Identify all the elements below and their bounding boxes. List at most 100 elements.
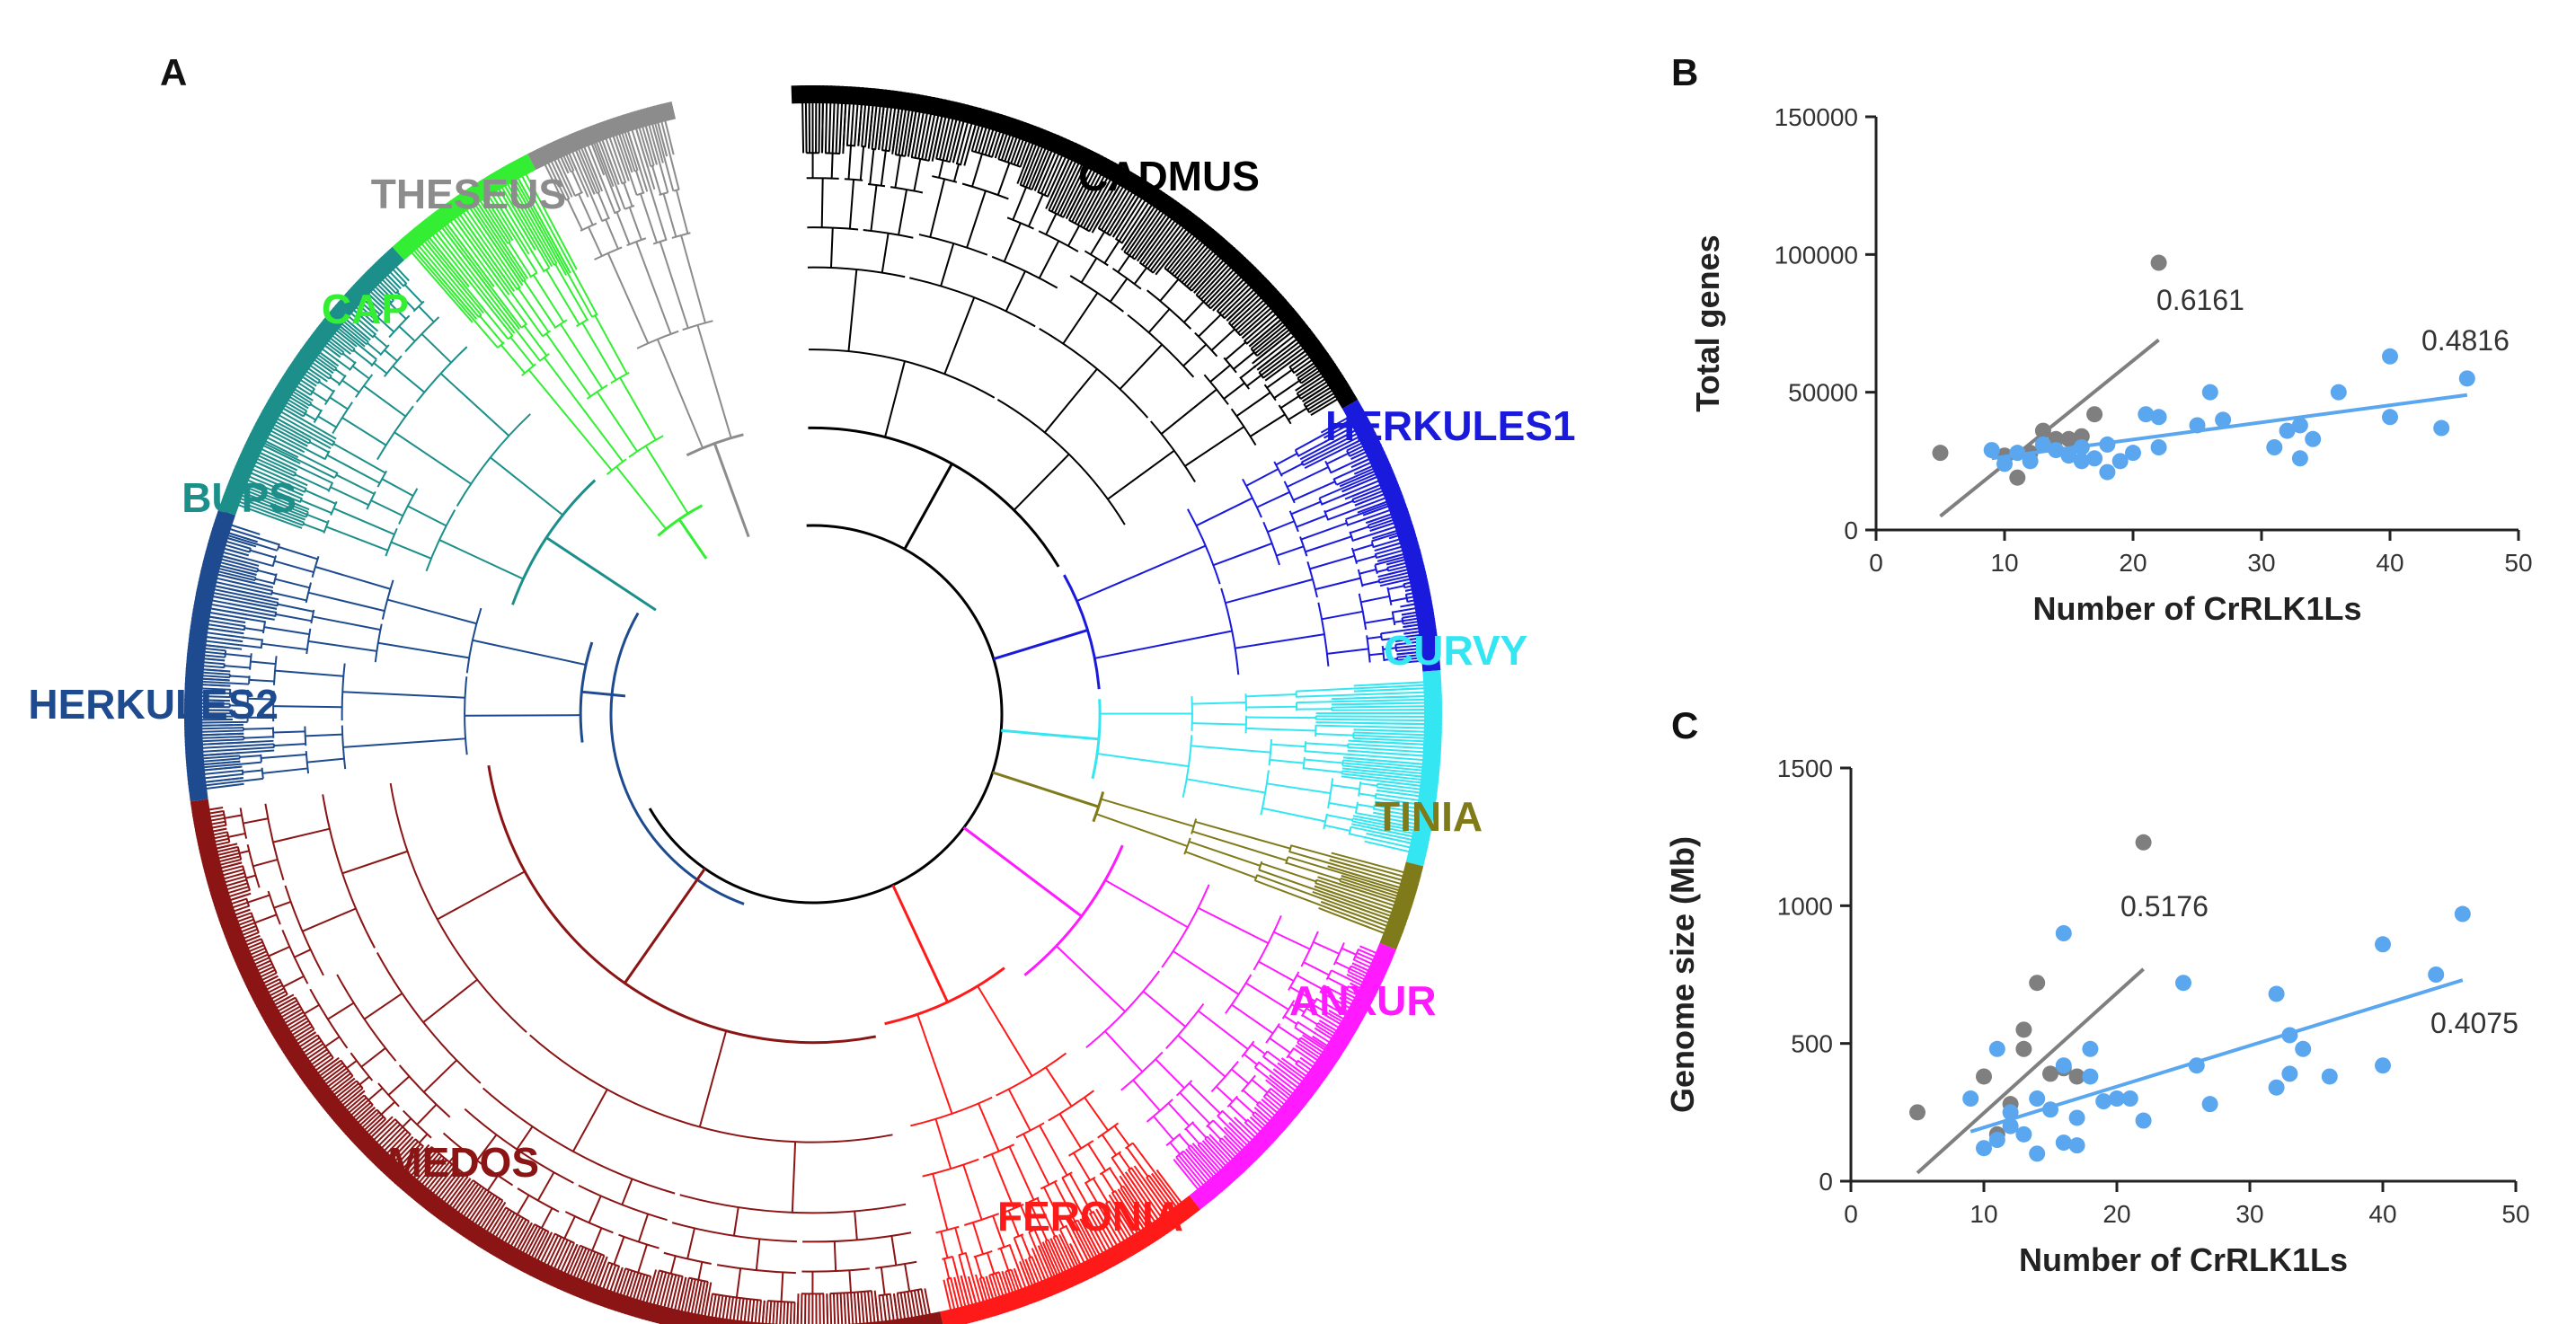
tree-leaf — [924, 1288, 934, 1324]
tree-branch — [1326, 452, 1349, 465]
tree-arc — [357, 343, 359, 346]
tree-branch — [1290, 844, 1332, 858]
tree-branch — [367, 342, 382, 356]
tree-branch — [635, 241, 672, 335]
clade-label-herkules1: HERKULES1 — [1325, 402, 1576, 449]
clade-root-arc — [1063, 574, 1101, 690]
tree-branch — [342, 352, 356, 364]
tree-leaf — [456, 195, 521, 288]
tree-branch — [1380, 629, 1404, 635]
data-point-blue — [2428, 967, 2445, 983]
tree-branch — [314, 566, 391, 590]
tree-branch — [1384, 658, 1398, 661]
tree-branch — [1273, 931, 1311, 950]
clade-root-arc — [686, 433, 744, 457]
tree-branch — [1266, 782, 1331, 795]
tree-branch — [1283, 1015, 1297, 1025]
tree-branch — [523, 280, 556, 329]
tree-branch — [615, 185, 626, 210]
tree-arc — [264, 803, 285, 881]
tree-arc — [1363, 517, 1367, 521]
tree-branch — [621, 1178, 633, 1205]
tree-arc — [389, 782, 527, 1033]
tree-leaf — [402, 236, 475, 322]
tree-branch — [1331, 969, 1352, 982]
tree-branch — [1256, 874, 1323, 900]
tree-branch — [1027, 193, 1044, 227]
tree-branch — [578, 193, 594, 225]
tree-branch — [300, 499, 332, 515]
tree-branch — [387, 1075, 411, 1096]
tree-arc — [377, 1082, 400, 1108]
tree-arc — [271, 555, 278, 567]
x-tick-label: 50 — [2504, 549, 2532, 577]
tree-leaf — [761, 1300, 766, 1324]
tree-branch — [613, 1236, 625, 1266]
tree-arc — [1300, 931, 1319, 967]
tree-branch — [1305, 535, 1352, 553]
tree-arc — [1344, 519, 1350, 526]
tree-branch — [416, 1103, 438, 1125]
tree-branch — [247, 558, 274, 568]
data-point-blue — [1962, 1090, 1979, 1107]
tree-branch — [675, 190, 689, 234]
tree-branch — [1217, 1115, 1228, 1126]
data-point-blue — [2375, 1057, 2391, 1074]
tree-arc — [350, 1052, 374, 1081]
tree-branch — [1012, 187, 1027, 221]
tree-branch — [1315, 577, 1361, 591]
tree-branch — [697, 1261, 704, 1281]
tree-arc — [1300, 1007, 1308, 1018]
tree-arc — [1286, 1046, 1295, 1059]
tree-branch — [1327, 976, 1349, 989]
data-point-blue — [2022, 453, 2039, 470]
tree-branch — [954, 1227, 964, 1255]
tree-arc — [284, 885, 324, 976]
tree-branch — [227, 832, 246, 838]
tree-arc — [383, 355, 403, 377]
tree-branch — [1094, 630, 1233, 659]
tree-branch — [1250, 413, 1286, 437]
tree-branch — [962, 1164, 983, 1221]
y-tick-label: 0 — [1844, 516, 1858, 544]
tree-arc — [1240, 1074, 1256, 1093]
tree-branch — [386, 598, 477, 625]
tree-branch — [255, 578, 275, 585]
tree-branch — [306, 757, 345, 764]
tree-branch — [1160, 388, 1217, 435]
tree-branch — [307, 640, 377, 652]
tree-arc — [332, 402, 353, 435]
tree-branch — [306, 513, 329, 524]
tree-leaf — [702, 1282, 713, 1324]
tree-branch — [1321, 494, 1344, 506]
tree-branch — [1288, 1055, 1298, 1064]
tree-branch — [1352, 543, 1374, 552]
tree-arc — [349, 361, 357, 371]
tree-leaf — [765, 1301, 769, 1324]
clade-root-branch — [992, 771, 1100, 808]
tree-branch — [1324, 499, 1354, 513]
tree-leaf — [757, 1300, 762, 1324]
tree-arc — [250, 912, 260, 933]
tree-branch — [358, 343, 377, 360]
tree-branch — [1359, 782, 1377, 787]
tree-branch — [958, 1254, 967, 1278]
tree-branch — [329, 396, 349, 410]
tree-branch — [606, 252, 650, 344]
tree-branch — [272, 827, 331, 843]
data-point-blue — [2109, 1090, 2125, 1107]
tree-branch — [1126, 1146, 1149, 1178]
clade-leaf-band — [1341, 400, 1441, 672]
tree-branch — [1245, 727, 1316, 732]
tree-arc — [310, 609, 315, 624]
tree-leaf — [863, 1291, 869, 1324]
tree-leaf — [836, 1293, 840, 1324]
tree-arc — [274, 611, 278, 617]
tree-branch — [1315, 998, 1332, 1008]
tree-branch — [1207, 1125, 1222, 1141]
tree-branch — [669, 1255, 677, 1275]
tree-arc — [1348, 826, 1352, 835]
tree-arc — [303, 487, 307, 493]
tree-leaf — [870, 1291, 876, 1324]
x-tick-label: 10 — [1990, 549, 2018, 577]
